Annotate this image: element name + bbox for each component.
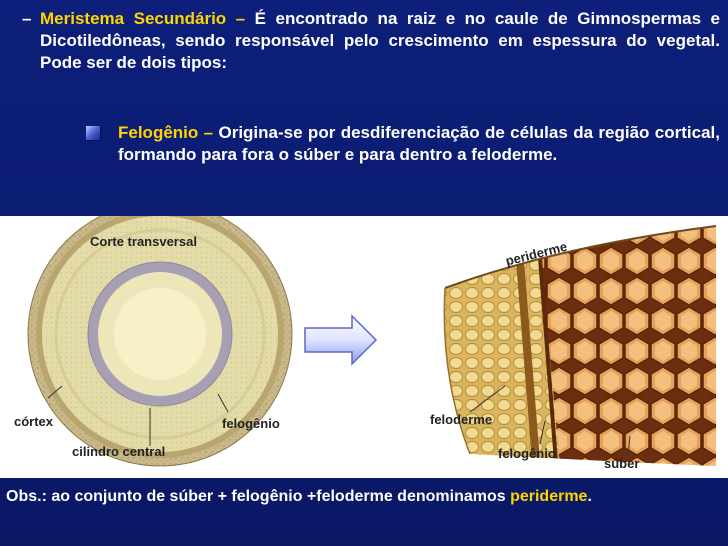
arrow-icon xyxy=(304,314,378,366)
figure-panel: Corte transversal córtex felogênio cilin… xyxy=(0,216,728,478)
obs-text: Obs.: ao conjunto de súber + felogênio +… xyxy=(6,488,511,505)
meristema-heading: Meristema Secundário – xyxy=(40,9,246,28)
meristema-text: É encontrado na raiz e no caule de Gimno… xyxy=(40,9,720,72)
obs-note: Obs.: ao conjunto de súber + felogênio +… xyxy=(6,486,720,508)
dash-bullet: – xyxy=(22,9,32,28)
corte-transversal-label: Corte transversal xyxy=(90,234,197,249)
periderme-detail-diagram xyxy=(443,225,717,466)
felogenio-text: Origina-se por desdiferenciação de célul… xyxy=(118,123,720,164)
slide-text-area: – Meristema Secundário – É encontrado na… xyxy=(0,0,728,214)
bullet-felogenio: Felogênio – Origina-se por desdiferencia… xyxy=(86,122,720,166)
felogenio-heading: Felogênio – xyxy=(118,123,214,142)
cilindro-central-label: cilindro central xyxy=(72,444,166,459)
felogenio-right-label: felogênio xyxy=(498,446,556,461)
obs-periderme: periderme xyxy=(510,488,588,505)
felogenio-left-label: felogênio xyxy=(222,416,280,431)
cortex-label: córtex xyxy=(14,414,54,429)
obs-period: . xyxy=(587,488,592,505)
feloderme-label: feloderme xyxy=(430,412,493,427)
square-bullet-icon xyxy=(86,126,100,140)
suber-label: súber xyxy=(604,456,640,471)
cross-section-diagram xyxy=(27,216,293,467)
bullet-meristema-secundario: – Meristema Secundário – É encontrado na… xyxy=(22,8,720,74)
figure-illustration xyxy=(27,216,717,467)
